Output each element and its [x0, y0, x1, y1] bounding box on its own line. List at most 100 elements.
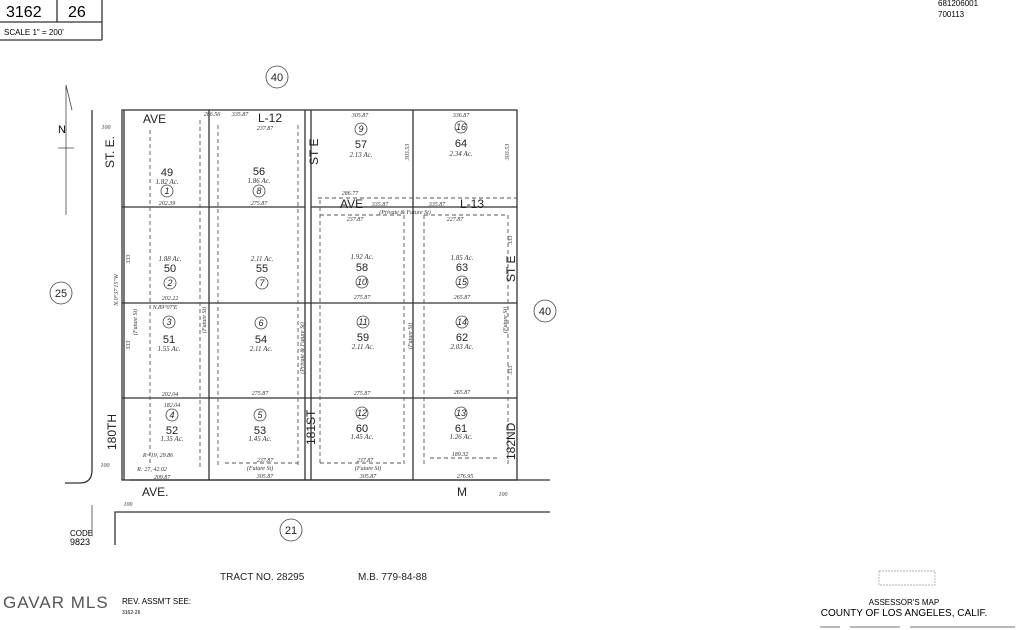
dimension: 265.87 — [454, 390, 472, 396]
map-line — [533, 299, 557, 323]
map-text: 1.82 Ac. — [155, 178, 178, 186]
tract-block — [121, 109, 518, 481]
map-text: 1.55 Ac. — [157, 345, 180, 353]
map-id-2: 700113 — [938, 10, 965, 19]
scale-label: SCALE 1" = 200' — [4, 28, 64, 37]
map-text: 2.11 Ac. — [250, 345, 273, 353]
dimension: 275.87 — [251, 201, 269, 207]
map-text: 2.03 Ac. — [450, 343, 473, 351]
map-text: 62 — [456, 332, 468, 344]
map-text: 1.92 Ac. — [350, 253, 373, 261]
road-edge-west — [65, 110, 93, 484]
dimension: (Future St) — [247, 465, 273, 472]
map-text: 10 — [357, 277, 367, 287]
adjoining-page-west[interactable]: 25 — [49, 281, 73, 305]
dimension: 237.87 — [347, 217, 365, 223]
map-line — [163, 276, 177, 290]
parcel[interactable]: 1.88 Ac.502 — [158, 255, 182, 290]
map-line — [208, 110, 414, 480]
map-text: 1 — [164, 186, 169, 196]
street-l12: L-12 — [258, 111, 282, 125]
adjoining-page-north[interactable]: 40 — [265, 65, 289, 89]
map-text: 1.85 Ac. — [450, 254, 473, 262]
adjoining-page-east[interactable]: 40 — [533, 299, 557, 323]
street-st-e-east: ST E — [504, 256, 518, 282]
map-text: 40 — [271, 72, 283, 84]
map-text: 55 — [256, 263, 268, 275]
dimension: 227.87 — [447, 217, 465, 223]
adjoining-page-south[interactable]: 21 — [279, 518, 303, 542]
dimension: (Future St) — [201, 307, 208, 333]
map-text: 8 — [256, 186, 261, 196]
map-text: 64 — [455, 138, 467, 150]
parcel[interactable]: 2.11 Ac.557 — [251, 255, 274, 290]
north-arrow-icon: N — [58, 84, 74, 215]
page-number: 26 — [68, 4, 86, 21]
map-text: 2.11 Ac. — [352, 343, 375, 351]
dimension: 276.95 — [457, 474, 474, 480]
map-text: 60 — [356, 423, 368, 435]
dimension: 335.87 — [428, 202, 447, 208]
dimension: 303.53 — [505, 144, 511, 162]
map-line — [355, 406, 369, 420]
tract-number: TRACT NO. 28295 — [220, 572, 305, 583]
map-text: 1.45 Ac. — [248, 435, 271, 443]
map-line — [160, 184, 174, 198]
street-180th: 180TH — [105, 414, 119, 450]
dimension: 335.87 — [231, 112, 250, 118]
dimension: (Private & Future St) — [299, 322, 306, 374]
dimension: 303.53 — [405, 144, 411, 162]
dimension: 100 — [499, 492, 508, 498]
dimension: 202.04 — [162, 391, 179, 398]
map-text: 4 — [169, 410, 174, 420]
map-line — [252, 184, 266, 198]
street-ave-top: AVE — [143, 112, 166, 126]
parcel[interactable]: 491.82 Ac.1 — [155, 167, 179, 198]
map-text: 56 — [253, 166, 265, 178]
map-line — [162, 315, 176, 329]
map-line — [225, 197, 517, 464]
street-st-e-181: ST E — [307, 139, 321, 165]
rev-assmt-label: REV. ASSM'T SEE: — [122, 597, 191, 606]
street-ave-l13: AVE — [340, 197, 363, 211]
map-text: 1.88 Ac. — [158, 255, 181, 263]
map-line — [265, 65, 289, 89]
map-text: 63 — [456, 262, 468, 274]
map-text: 61 — [455, 423, 467, 435]
dimension: R: 27, 42.02 — [136, 466, 167, 473]
stamp-box — [878, 570, 936, 586]
dimension: 275.87 — [354, 391, 372, 397]
map-line — [454, 406, 468, 420]
map-text: 12 — [357, 408, 367, 418]
watermark-logo: GAVAR MLS — [3, 593, 109, 612]
dimension: (Future St) — [132, 309, 139, 335]
map-text: 1.86 Ac. — [247, 177, 270, 185]
map-text: 25 — [55, 288, 67, 300]
dimension: 333 — [126, 255, 132, 265]
dimension: 202.39 — [159, 201, 176, 207]
parcel[interactable]: 561.86 Ac.8 — [247, 166, 271, 198]
map-line — [455, 275, 469, 289]
book-number: 3162 — [6, 4, 42, 21]
map-text: 51 — [163, 334, 175, 346]
map-text: 50 — [164, 263, 176, 275]
map-line — [455, 315, 469, 329]
dimension: (Future St) — [502, 307, 509, 333]
dimension: 100 — [124, 502, 133, 508]
map-line — [49, 281, 73, 305]
map-line — [355, 275, 369, 289]
map-text: 5 — [257, 410, 263, 420]
map-text: 52 — [166, 425, 178, 437]
